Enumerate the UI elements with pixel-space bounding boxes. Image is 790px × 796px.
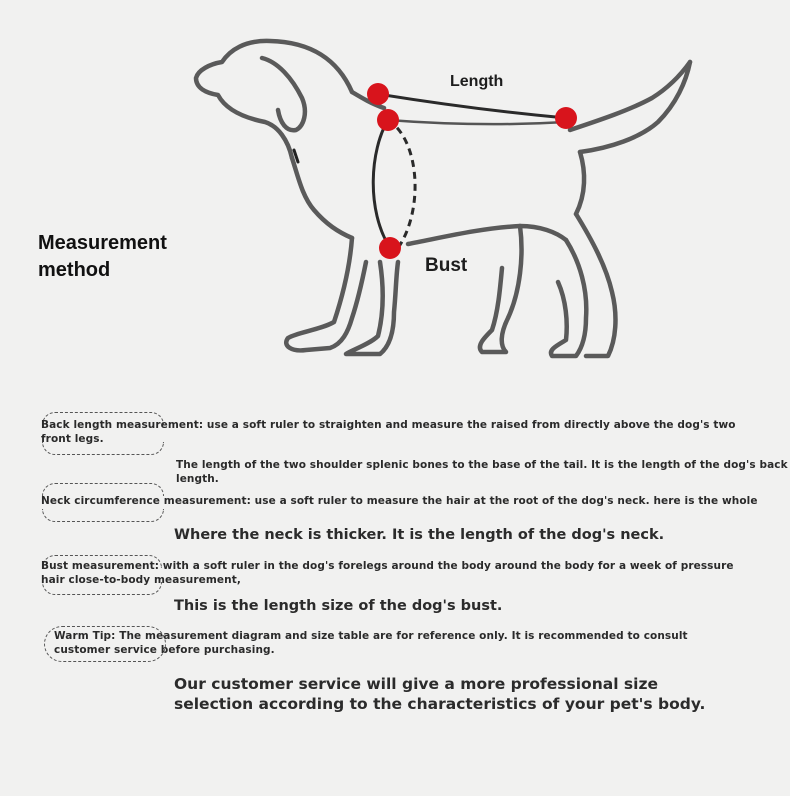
marker-dot [377, 109, 399, 131]
note-heading: Bust measurement: [41, 560, 160, 572]
bust-detail: This is the length size of the dog's bus… [174, 598, 503, 614]
dog-outline [193, 38, 693, 359]
marker-dot [367, 83, 389, 105]
note-text: The measurement diagram and size table a… [54, 630, 688, 656]
length-measure-line [377, 92, 567, 126]
title-line: method [38, 259, 111, 281]
diagram-title: Measurement method [38, 230, 167, 284]
neck-detail: Where the neck is thicker. It is the len… [174, 527, 665, 543]
marker-dot [555, 107, 577, 129]
bust-note: Bust measurement: with a soft ruler in t… [41, 559, 761, 587]
bust-measure-line [371, 118, 417, 249]
measurement-points [367, 83, 577, 259]
dashed-bracket [44, 626, 166, 662]
back-length-detail: The length of the two shoulder splenic b… [176, 459, 788, 485]
note-heading: Back length measurement: [41, 419, 204, 431]
note-text: with a soft ruler in the dog's forelegs … [41, 560, 734, 586]
note-text: use a soft ruler to straighten and measu… [41, 419, 736, 445]
marker-dot [379, 237, 401, 259]
back-length-note: Back length measurement: use a soft rule… [41, 418, 741, 446]
note-text: use a soft ruler to measure the hair at … [254, 495, 758, 507]
dashed-bracket [42, 509, 164, 522]
length-label: Length [450, 73, 504, 90]
warm-tip-detail: Our customer service will give a more pr… [174, 675, 706, 713]
note-heading: Warm Tip: [54, 630, 116, 642]
neck-note: Neck circumference measurement: use a so… [41, 494, 761, 508]
title-line: Measurement [38, 232, 167, 254]
bust-label: Bust [425, 255, 468, 276]
warm-tip-note: Warm Tip: The measurement diagram and si… [54, 629, 724, 657]
note-heading: Neck circumference measurement: [41, 495, 251, 507]
dog-measurement-diagram [193, 38, 693, 359]
